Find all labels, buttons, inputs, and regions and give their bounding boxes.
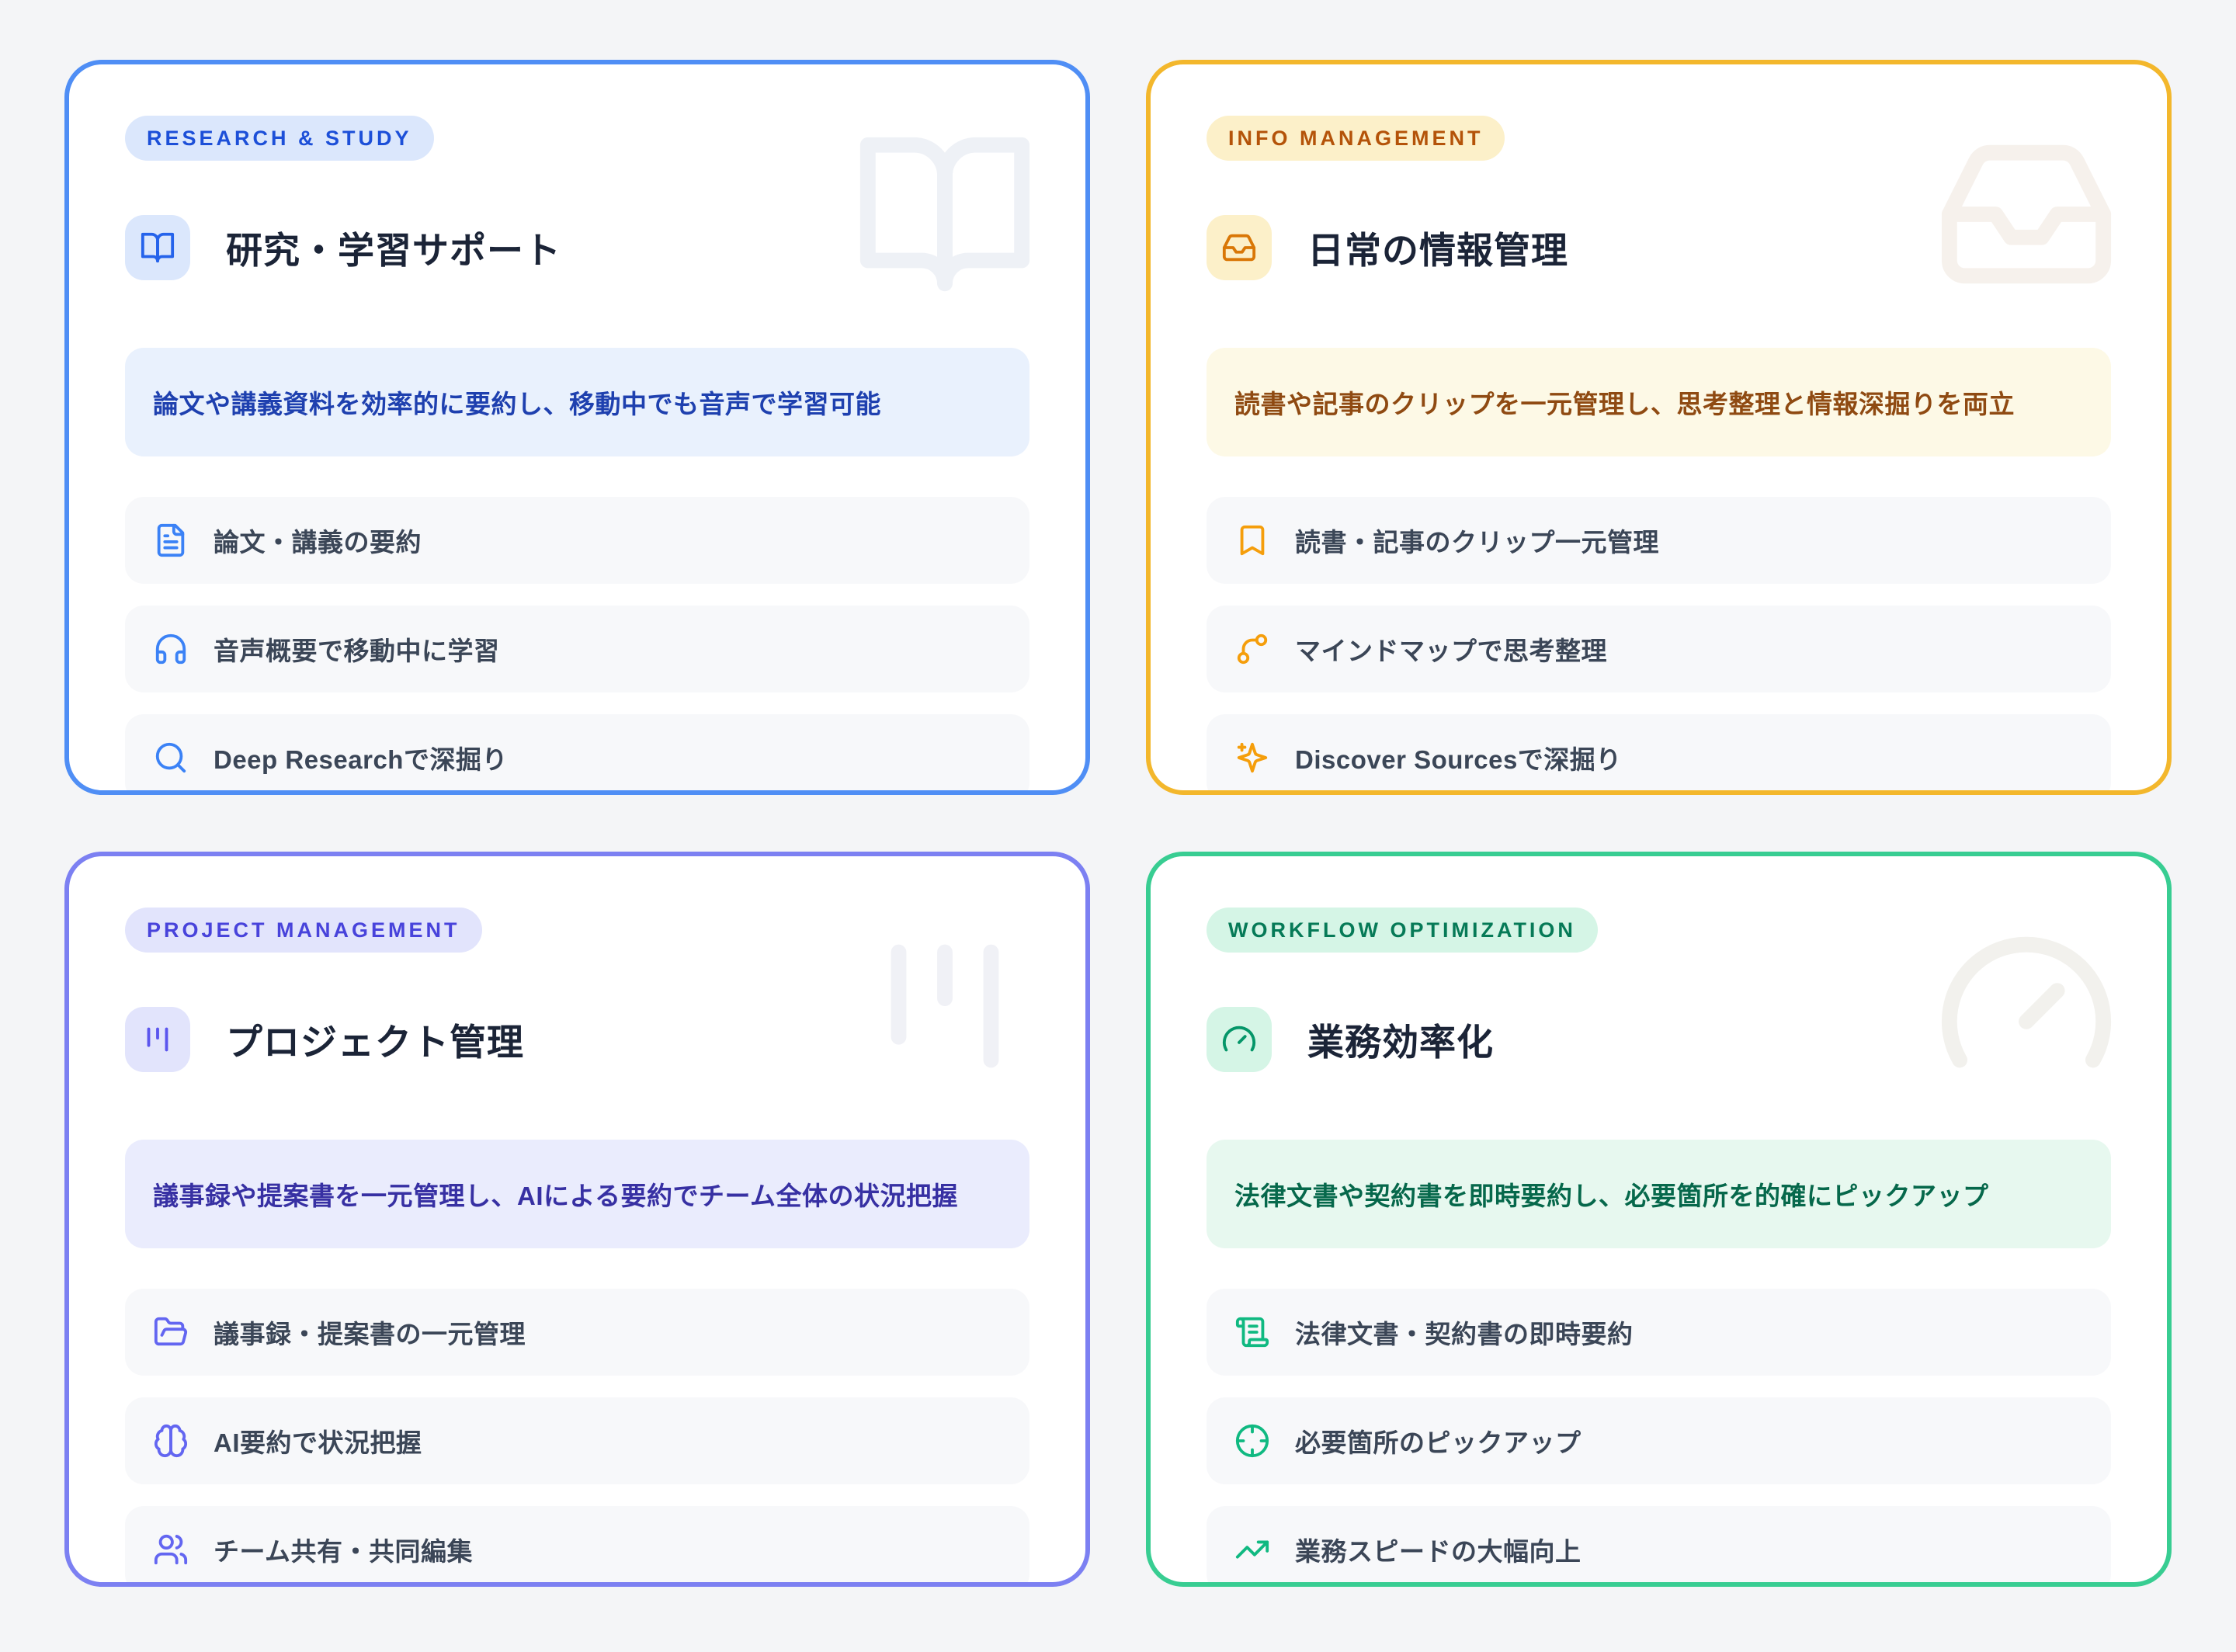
feature-list: 法律文書・契約書の即時要約 必要箇所のピックアップ 業務スピードの大幅向上 (1207, 1289, 2111, 1582)
feature-item: 論文・講義の要約 (125, 497, 1029, 584)
book-open-icon (125, 214, 190, 280)
search-icon (153, 740, 189, 776)
sparkles-icon (1234, 740, 1270, 776)
card-description: 論文や講義資料を効率的に要約し、移動中でも音声で学習可能 (125, 348, 1029, 456)
feature-item: 読書・記事のクリップ一元管理 (1207, 497, 2111, 584)
feature-label: 必要箇所のピックアップ (1295, 1428, 1582, 1457)
feature-item: AI要約で状況把握 (125, 1397, 1029, 1484)
headphones-icon (153, 631, 189, 667)
bookmark-icon (1234, 522, 1270, 558)
feature-label: マインドマップで思考整理 (1295, 637, 1607, 665)
card-title: プロジェクト管理 (226, 1022, 524, 1063)
card-description: 読書や記事のクリップを一元管理し、思考整理と情報深掘りを両立 (1207, 348, 2111, 456)
feature-label: 業務スピードの大幅向上 (1295, 1537, 1582, 1566)
feature-label: 読書・記事のクリップ一元管理 (1295, 528, 1659, 557)
card-header: 業務効率化 (1207, 982, 2111, 1096)
feature-item: チーム共有・共同編集 (125, 1506, 1029, 1582)
gauge-icon (1207, 1006, 1272, 1072)
card-header: 研究・学習サポート (125, 190, 1029, 304)
brain-icon (153, 1423, 189, 1459)
category-badge: INFO MANAGEMENT (1207, 116, 1505, 161)
kanban-icon (125, 1006, 190, 1072)
feature-item: 法律文書・契約書の即時要約 (1207, 1289, 2111, 1376)
card-title: 研究・学習サポート (226, 230, 561, 271)
file-text-icon (153, 522, 189, 558)
card-header: プロジェクト管理 (125, 982, 1029, 1096)
feature-label: AI要約で状況把握 (214, 1428, 422, 1457)
card-description: 議事録や提案書を一元管理し、AIによる要約でチーム全体の状況把握 (125, 1140, 1029, 1248)
feature-item: 業務スピードの大幅向上 (1207, 1506, 2111, 1582)
card-research-study: RESEARCH & STUDY 研究・学習サポート 論文や講義資料を効率的に要… (64, 60, 1090, 795)
feature-label: Deep Researchで深掘り (214, 745, 508, 774)
inbox-icon (1207, 214, 1272, 280)
mindmap-branch-icon (1234, 631, 1270, 667)
feature-item: 音声概要で移動中に学習 (125, 606, 1029, 692)
card-title: 日常の情報管理 (1307, 230, 1568, 271)
category-badge: RESEARCH & STUDY (125, 116, 434, 161)
folder-open-icon (153, 1314, 189, 1350)
feature-list: 議事録・提案書の一元管理 AI要約で状況把握 チーム共有・共同編集 (125, 1289, 1029, 1582)
feature-label: 論文・講義の要約 (214, 528, 422, 557)
feature-item: 必要箇所のピックアップ (1207, 1397, 2111, 1484)
feature-label: チーム共有・共同編集 (214, 1537, 474, 1566)
card-project-management: PROJECT MANAGEMENT プロジェクト管理 議事録や提案書を一元管理… (64, 852, 1090, 1587)
card-header: 日常の情報管理 (1207, 190, 2111, 304)
feature-item: Deep Researchで深掘り (125, 714, 1029, 790)
feature-list: 読書・記事のクリップ一元管理 マインドマップで思考整理 Discover Sou… (1207, 497, 2111, 790)
card-workflow-optimization: WORKFLOW OPTIMIZATION 業務効率化 法律文書や契約書を即時要… (1146, 852, 2172, 1587)
card-title: 業務効率化 (1307, 1022, 1494, 1063)
feature-label: 法律文書・契約書の即時要約 (1295, 1320, 1634, 1348)
category-badge: PROJECT MANAGEMENT (125, 908, 482, 953)
scroll-text-icon (1234, 1314, 1270, 1350)
feature-list: 論文・講義の要約 音声概要で移動中に学習 Deep Researchで深掘り (125, 497, 1029, 790)
feature-label: 議事録・提案書の一元管理 (214, 1320, 526, 1348)
feature-label: 音声概要で移動中に学習 (214, 637, 500, 665)
feature-item: マインドマップで思考整理 (1207, 606, 2111, 692)
feature-label: Discover Sourcesで深掘り (1295, 745, 1622, 774)
trending-up-icon (1234, 1532, 1270, 1567)
feature-item: 議事録・提案書の一元管理 (125, 1289, 1029, 1376)
card-info-management: INFO MANAGEMENT 日常の情報管理 読書や記事のクリップを一元管理し… (1146, 60, 2172, 795)
feature-item: Discover Sourcesで深掘り (1207, 714, 2111, 790)
card-description: 法律文書や契約書を即時要約し、必要箇所を的確にピックアップ (1207, 1140, 2111, 1248)
category-badge: WORKFLOW OPTIMIZATION (1207, 908, 1598, 953)
crosshair-icon (1234, 1423, 1270, 1459)
users-icon (153, 1532, 189, 1567)
